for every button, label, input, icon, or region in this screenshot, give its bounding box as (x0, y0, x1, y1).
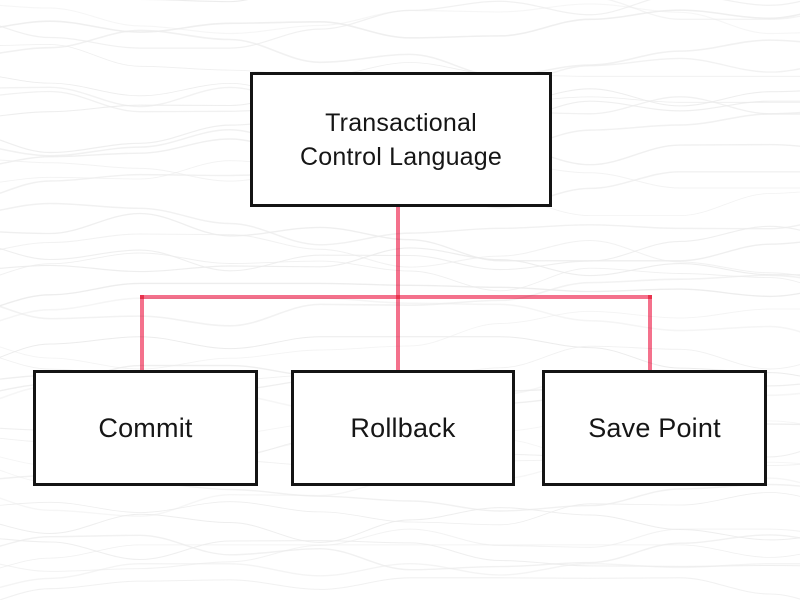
root-label-line1: Transactional (325, 108, 477, 137)
connector-root-to-rollback (396, 206, 400, 370)
connector-drop-commit (140, 295, 144, 370)
connector-horizontal-bar (140, 295, 652, 299)
root-label-line2: Control Language (300, 142, 502, 171)
connector-drop-save-point (648, 295, 652, 370)
node-save-point: Save Point (542, 370, 767, 486)
node-transactional-control-language: Transactional Control Language (250, 72, 552, 207)
node-rollback: Rollback (291, 370, 515, 486)
save-point-label: Save Point (588, 412, 721, 443)
commit-label: Commit (98, 412, 193, 443)
rollback-label: Rollback (350, 412, 456, 443)
node-commit: Commit (33, 370, 258, 486)
